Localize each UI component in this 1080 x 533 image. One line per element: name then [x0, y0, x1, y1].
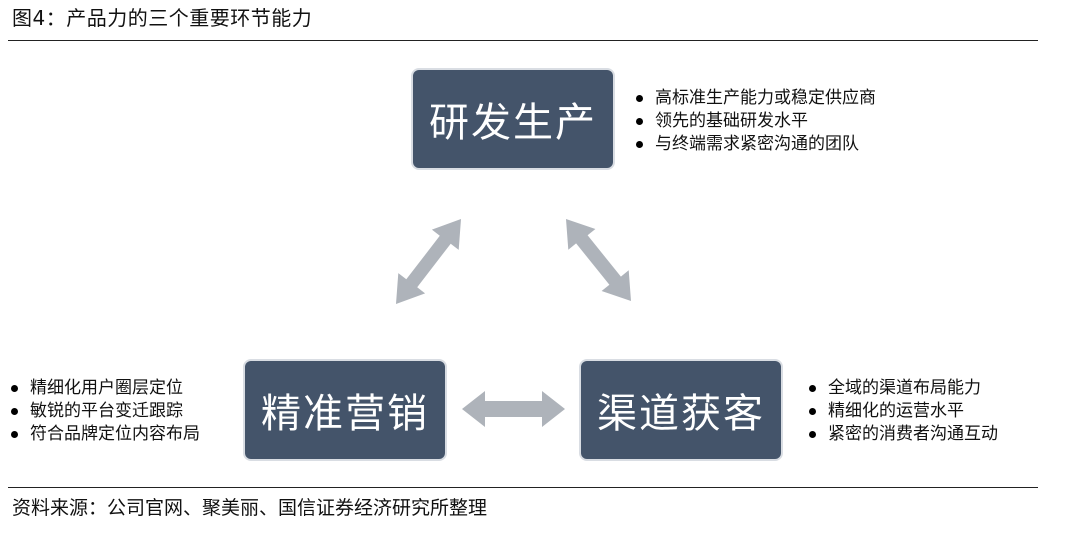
channel-bullet-item: 精细化的运营水平 [806, 400, 998, 423]
top-rule [8, 40, 1038, 41]
channel-bullet-list: 全域的渠道布局能力 精细化的运营水平 紧密的消费者沟通互动 [806, 377, 998, 446]
bullet-dot-icon [636, 95, 643, 102]
double-arrow-icon [566, 219, 631, 301]
channel-bullet-text: 全域的渠道布局能力 [828, 378, 981, 398]
figure-title: 图4：产品力的三个重要环节能力 [12, 6, 313, 30]
marketing-bullet-list: 精细化用户圈层定位 敏锐的平台变迁跟踪 符合品牌定位内容布局 [8, 377, 200, 446]
channel-bullet-item: 全域的渠道布局能力 [806, 377, 998, 400]
marketing-bullet-text: 符合品牌定位内容布局 [30, 424, 200, 444]
bullet-dot-icon [11, 385, 18, 392]
bullet-dot-icon [809, 431, 816, 438]
bullet-dot-icon [809, 408, 816, 415]
source-note: 资料来源：公司官网、聚美丽、国信证券经济研究所整理 [12, 497, 488, 519]
double-arrow-icon [462, 391, 565, 427]
bullet-dot-icon [636, 141, 643, 148]
rd-bullet-item: 与终端需求紧密沟通的团队 [633, 133, 876, 156]
rd-bullet-item: 高标准生产能力或稳定供应商 [633, 87, 876, 110]
marketing-bullet-text: 精细化用户圈层定位 [30, 378, 183, 398]
rd-bullet-list: 高标准生产能力或稳定供应商 领先的基础研发水平 与终端需求紧密沟通的团队 [633, 87, 876, 156]
bullet-dot-icon [11, 431, 18, 438]
marketing-bullet-text: 敏锐的平台变迁跟踪 [30, 401, 183, 421]
marketing-bullet-item: 符合品牌定位内容布局 [8, 423, 200, 446]
channel-bullet-text: 精细化的运营水平 [828, 401, 964, 421]
channel-bullet-text: 紧密的消费者沟通互动 [828, 424, 998, 444]
channel-bullet-item: 紧密的消费者沟通互动 [806, 423, 998, 446]
node-marketing: 精准营销 [245, 361, 445, 459]
bottom-rule [8, 487, 1038, 488]
rd-bullet-text: 与终端需求紧密沟通的团队 [655, 134, 859, 154]
rd-bullet-item: 领先的基础研发水平 [633, 110, 876, 133]
bullet-dot-icon [11, 408, 18, 415]
rd-bullet-text: 领先的基础研发水平 [655, 111, 808, 131]
rd-bullet-text: 高标准生产能力或稳定供应商 [655, 88, 876, 108]
node-channel: 渠道获客 [581, 361, 781, 459]
marketing-bullet-item: 精细化用户圈层定位 [8, 377, 200, 400]
bullet-dot-icon [636, 118, 643, 125]
marketing-bullet-item: 敏锐的平台变迁跟踪 [8, 400, 200, 423]
double-arrow-icon [396, 219, 461, 304]
bullet-dot-icon [809, 385, 816, 392]
node-rd: 研发生产 [413, 70, 613, 168]
